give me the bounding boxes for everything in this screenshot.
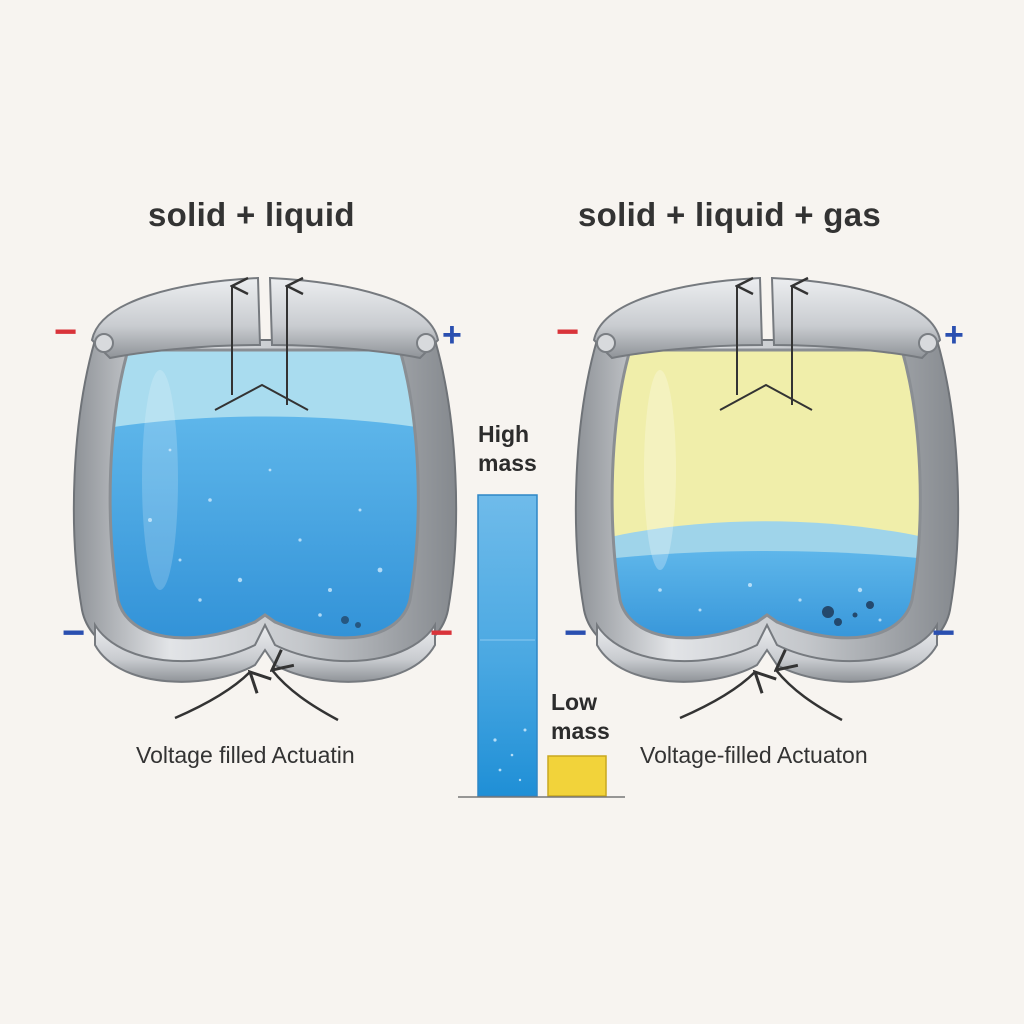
right-top-cap-right bbox=[770, 276, 942, 360]
left-bottom-arrows bbox=[174, 670, 339, 722]
right-panel-caption: Voltage-filled Actuaton bbox=[640, 742, 868, 768]
low-mass-label-line2: mass bbox=[551, 718, 610, 744]
right-solid-particles bbox=[822, 601, 874, 626]
left-top-arrows bbox=[214, 286, 309, 411]
high-mass-label: High mass bbox=[478, 420, 537, 478]
right-bottom-cap bbox=[596, 621, 938, 683]
high-mass-label-line2: mass bbox=[478, 450, 537, 476]
left-bottom-right-sign: − bbox=[430, 611, 454, 655]
right-top-arrows bbox=[719, 286, 813, 411]
left-top-cap-left bbox=[90, 276, 262, 360]
right-bottom-left-sign: − bbox=[564, 611, 588, 655]
left-panel-caption: Voltage filled Actuatin bbox=[136, 742, 355, 768]
high-mass-bar bbox=[477, 494, 538, 797]
high-mass-label-line1: High bbox=[478, 421, 530, 447]
right-top-left-sign: − bbox=[556, 310, 580, 354]
right-liquid bbox=[612, 551, 921, 638]
left-bottom-left-sign: − bbox=[62, 611, 86, 655]
right-bottom-arrows bbox=[679, 670, 843, 722]
right-top-cap-left bbox=[592, 276, 764, 360]
low-mass-bar bbox=[547, 755, 607, 797]
left-actuator bbox=[72, 276, 458, 722]
right-bubbles bbox=[658, 583, 882, 622]
left-bubbles bbox=[148, 448, 383, 617]
low-mass-label: Low mass bbox=[551, 688, 610, 746]
left-bottom-cap bbox=[94, 621, 436, 683]
right-bottom-right-sign: − bbox=[932, 611, 956, 655]
left-top-cap-right bbox=[268, 276, 440, 360]
right-actuator bbox=[574, 276, 960, 722]
left-top-left-sign: − bbox=[54, 310, 78, 354]
left-panel-title: solid + liquid bbox=[148, 196, 355, 233]
right-top-right-sign: + bbox=[944, 316, 964, 354]
low-mass-label-line1: Low bbox=[551, 689, 597, 715]
left-top-right-sign: + bbox=[442, 316, 462, 354]
left-liquid bbox=[110, 416, 419, 638]
right-panel-title: solid + liquid + gas bbox=[578, 196, 882, 233]
mass-comparison bbox=[458, 494, 625, 798]
